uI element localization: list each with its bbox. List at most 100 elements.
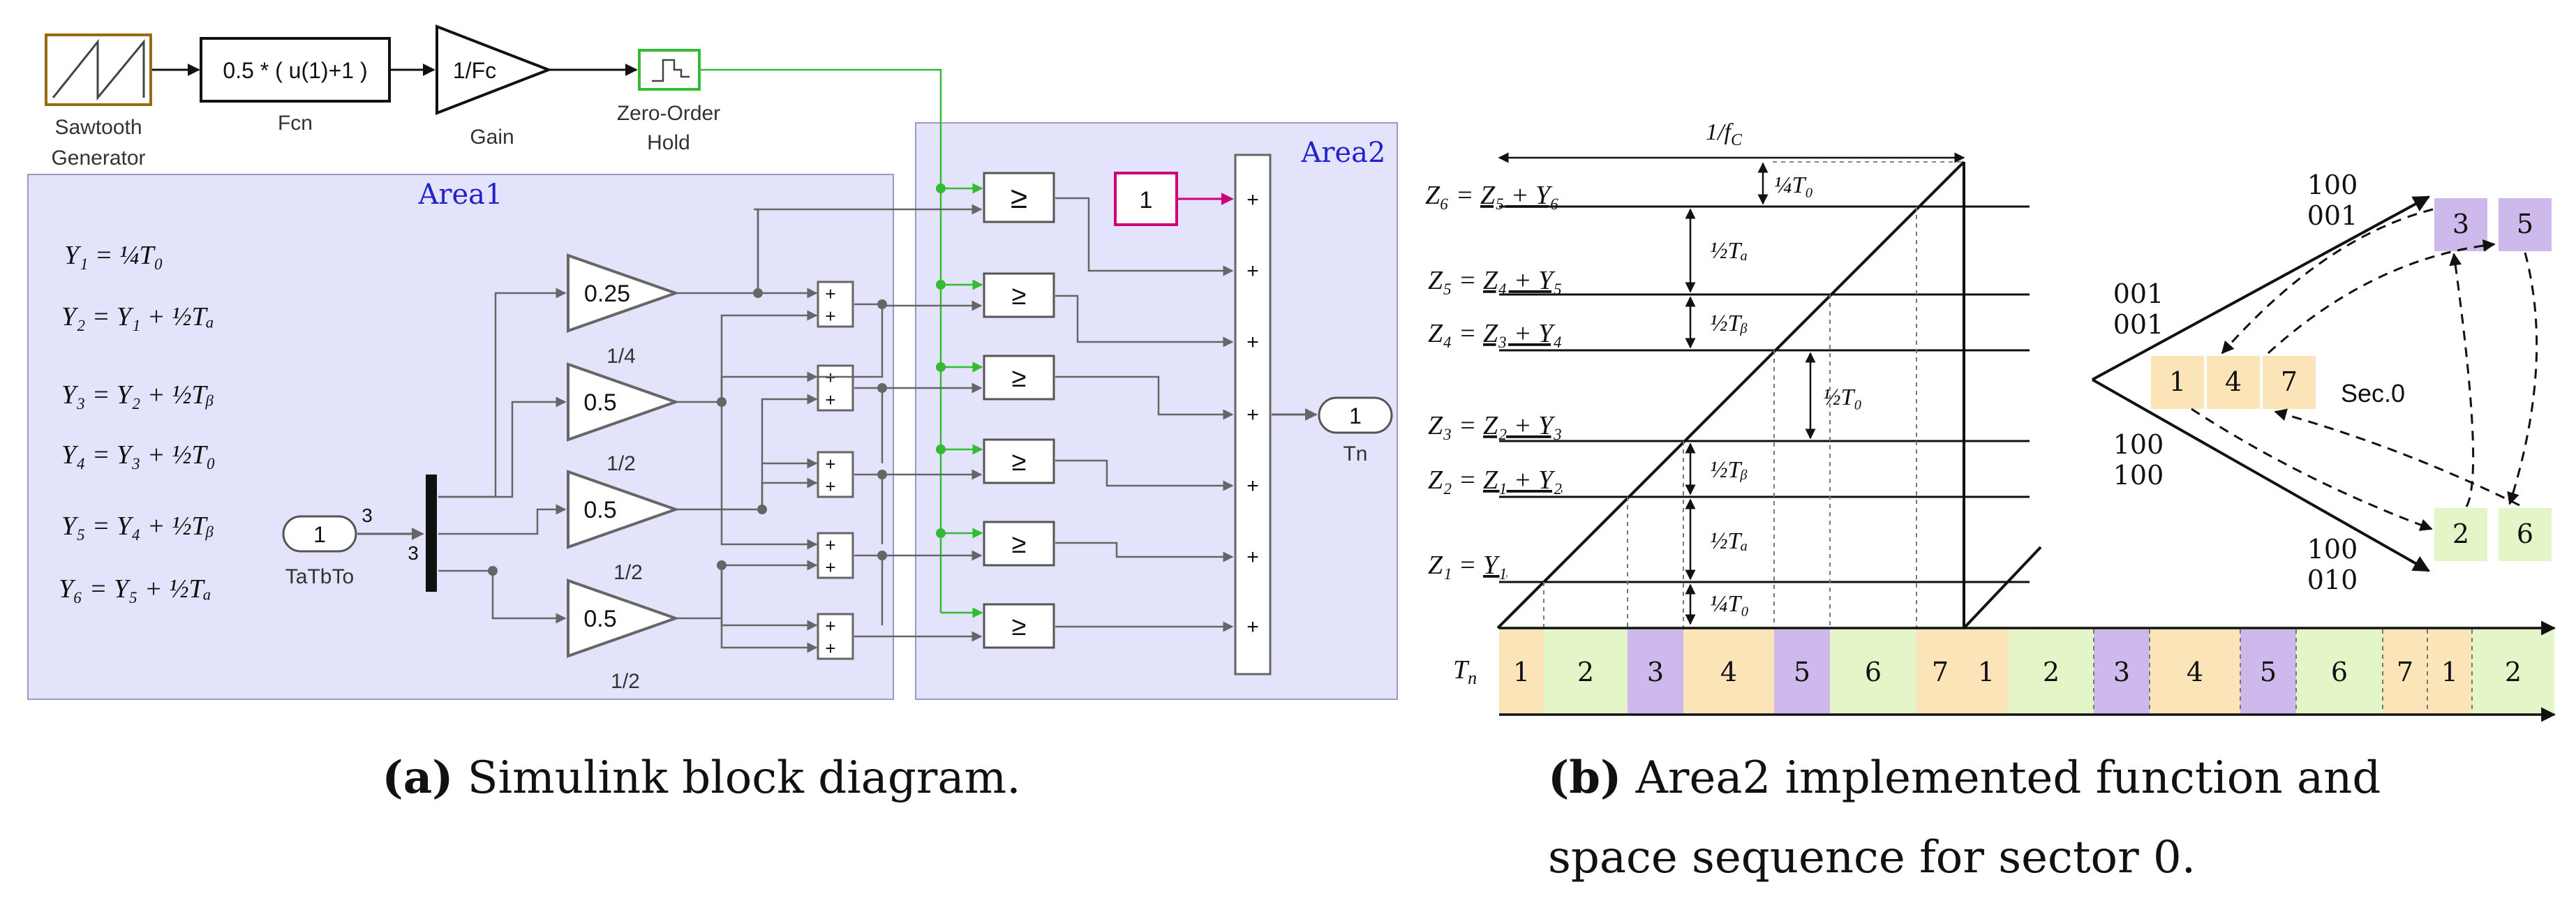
seq-label-2b: 2 (2043, 657, 2060, 687)
seq-label-7a: 7 (1932, 657, 1949, 687)
zero-order-hold-block[interactable] (638, 49, 701, 91)
outport-number: 1 (1349, 403, 1362, 428)
sum-block-5[interactable]: + + (817, 613, 854, 660)
z3-label: Z₃ = Z₂ + Y₃ (1428, 411, 1562, 440)
svg-text:≥: ≥ (1011, 181, 1027, 215)
svg-text:2: 2 (2452, 518, 2469, 549)
svg-text:+: + (825, 638, 835, 659)
seq-cell-6b (2296, 629, 2383, 713)
inport-number: 1 (313, 522, 326, 547)
svg-text:5: 5 (2517, 209, 2533, 239)
big-sum-block[interactable]: + + + + + + + (1234, 154, 1272, 676)
sawtooth-label-2: Generator (51, 147, 145, 170)
seq-label-1c: 1 (2441, 657, 2458, 687)
seq-label-3a: 3 (1647, 657, 1664, 687)
gain-05-b-value: 0.5 (583, 497, 616, 523)
demux-block[interactable] (426, 475, 437, 592)
svg-text:≥: ≥ (1012, 281, 1027, 311)
gain-05-b-caption: 1/2 (613, 561, 643, 584)
z5-label: Z₅ = Z₄ + Y₅ (1428, 266, 1562, 295)
seq-cell-4b (2150, 629, 2240, 713)
sawtooth-generator-block[interactable] (45, 33, 152, 106)
compare-block-1[interactable]: ≥ (983, 172, 1055, 223)
area1-subsystem[interactable] (27, 174, 894, 700)
equation-y4: Y₄ = Y₃ + ½T₀ (61, 440, 216, 470)
gain-block-025[interactable]: 0.25 (567, 253, 680, 333)
demux-wires (438, 288, 567, 624)
vec-100-001-a: 100 (2307, 170, 2358, 200)
interval-tb-bottom: ½Tᵦ (1710, 457, 1748, 483)
gain-label: Gain (470, 126, 514, 149)
vec-100-001-b: 001 (2307, 200, 2358, 231)
interval-t0-top: ¼T₀ (1774, 172, 1813, 198)
z-labels: Z₆ = Z₅ + Y₆ Z₅ = Z₄ + Y₅ Z₄ = Z₃ + Y₄ Z… (1425, 181, 1562, 580)
panel-b: 1/fC Z₆ = Z₅ + Y₆ Z₅ = Z₄ + Y₅ Z₄ = Z₃ +… (1425, 119, 2556, 883)
state-box-3 (2434, 198, 2487, 251)
svg-text:+: + (825, 476, 835, 497)
state-box-7 (2263, 356, 2316, 409)
gain-to-sum-wires (677, 204, 983, 653)
gain-block-05-a[interactable]: 0.5 (567, 362, 680, 442)
gain-block-05-c[interactable]: 0.5 (567, 579, 680, 658)
equation-y2: Y₂ = Y₁ + ½Tₐ (61, 302, 214, 331)
constant-block[interactable] (1114, 172, 1178, 226)
area2-title: Area2 (1301, 137, 1386, 169)
seq-cell-4a (1683, 629, 1774, 713)
compare-block-2[interactable]: ≥ (983, 272, 1055, 318)
svg-text:+: + (1246, 403, 1259, 426)
sum-block-1[interactable]: + + (817, 281, 854, 328)
vec-100-010-b: 010 (2307, 565, 2358, 595)
panel-a: Area1 Area2 Sawtooth Generator 0.5 * ( u… (27, 24, 1398, 804)
fcn-block[interactable] (200, 37, 391, 103)
z1-label: Z₁ = Y₁ (1428, 551, 1507, 580)
interval-tb-top: ½Tᵦ (1710, 311, 1748, 336)
area1-title: Area1 (418, 179, 503, 211)
svg-text:+: + (1246, 546, 1259, 569)
sum-block-2[interactable]: + + (817, 364, 854, 412)
compare-block-3[interactable]: ≥ (983, 355, 1055, 401)
state-box-4 (2207, 356, 2260, 409)
demux-width: 3 (408, 542, 419, 564)
state-box-1 (2151, 356, 2204, 409)
gain-05-a-caption: 1/2 (606, 452, 636, 475)
svg-text:+: + (825, 454, 835, 475)
seq-label-4a: 4 (1720, 657, 1737, 687)
z4-label: Z₄ = Z₃ + Y₄ (1428, 319, 1562, 348)
sector-label: Sec.0 (2341, 379, 2405, 408)
compare-block-5[interactable]: ≥ (983, 521, 1055, 567)
gain-025-value: 0.25 (584, 281, 630, 307)
gain-block-05-b[interactable]: 0.5 (567, 470, 680, 549)
sum-block-3[interactable]: + + (817, 451, 854, 498)
seq-cell-5b (2240, 629, 2296, 713)
fcn-label: Fcn (278, 112, 313, 135)
outport-label: Tn (1343, 442, 1367, 465)
svg-text:+: + (1246, 475, 1259, 498)
state-box-2 (2434, 508, 2487, 561)
state-box-5 (2499, 198, 2552, 251)
interval-t0-bottom: ¼T₀ (1710, 591, 1749, 617)
seq-cell-2c (2472, 629, 2554, 713)
svg-text:≥: ≥ (1012, 447, 1027, 477)
gain-05-c-value: 0.5 (583, 606, 616, 632)
vec-100-100-a: 100 (2113, 429, 2164, 460)
caption-a: (a) Simulink block diagram. (382, 752, 1020, 804)
gain-1-over-fc-block[interactable] (435, 24, 553, 115)
sum-block-4[interactable]: + + (817, 532, 854, 579)
interval-ta-top: ½Tₐ (1710, 238, 1748, 264)
compare-block-6[interactable]: ≥ (983, 603, 1055, 649)
sum-blocks: + + + + + + + + + + (817, 281, 854, 660)
svg-text:+: + (1246, 260, 1259, 283)
vec-001-001-a: 001 (2113, 278, 2164, 309)
inport-tatbto[interactable] (282, 515, 357, 553)
svg-text:1: 1 (2169, 366, 2186, 397)
tn-axis-label: Tn (1453, 655, 1477, 688)
compare-block-4[interactable]: ≥ (983, 438, 1055, 484)
caption-b-line2: space sequence for sector 0. (1548, 832, 2196, 883)
caption-b-line1: (b) Area2 implemented function and (1548, 752, 2381, 804)
vec-100-010-a: 100 (2307, 534, 2358, 565)
green-branches (936, 183, 983, 618)
svg-text:+: + (1246, 331, 1259, 354)
outport-tn[interactable] (1318, 396, 1393, 434)
seq-cell-2a (1544, 629, 1628, 713)
gain-05-a-value: 0.5 (583, 389, 616, 416)
